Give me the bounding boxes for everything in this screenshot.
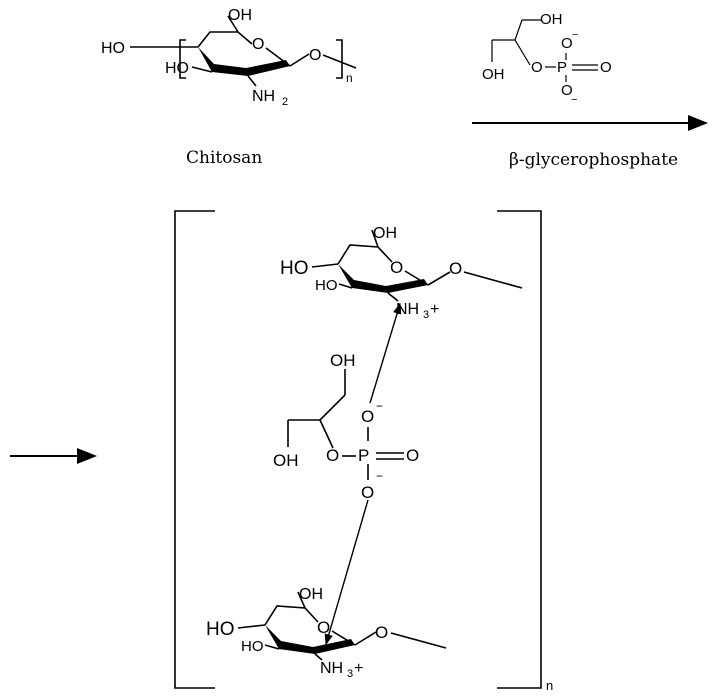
reagent-o-bottom: O [561, 82, 573, 99]
svg-text:OH: OH [273, 451, 299, 470]
svg-text:O: O [361, 407, 374, 426]
reagent-ester-oxygen: O [531, 59, 543, 76]
reagent-o-top: O [561, 35, 573, 52]
reagent-o-double: O [600, 59, 612, 76]
product-top-ring-oxygen: O [390, 258, 403, 277]
product-bottom-ring-oxygen: O [317, 618, 330, 637]
chitosan-ring-oxygen: O [252, 36, 264, 53]
svg-text:+: + [430, 301, 439, 318]
reagent-oh-bottom: OH [482, 66, 505, 83]
chitosan-ho-c3: HO [165, 60, 189, 77]
svg-text:+: + [354, 660, 363, 677]
product-glycerophosphate: OH OH O P O − O O − [273, 351, 419, 502]
product-repeat-n: n [546, 678, 553, 693]
svg-text:OH: OH [299, 586, 323, 603]
product-bottom-sugar: HO O OH HO NH 3 + O [206, 586, 447, 680]
svg-text:−: − [376, 469, 383, 483]
reagent-phosphorus: P [557, 59, 567, 76]
svg-text:3: 3 [423, 309, 429, 321]
chitosan-ring-bold-edge [198, 47, 290, 76]
svg-text:−: − [571, 94, 577, 106]
svg-text:O: O [361, 483, 374, 502]
product-phosphorus: P [358, 446, 369, 465]
svg-text:−: − [376, 399, 383, 413]
product-bracket-left [174, 210, 215, 689]
svg-text:HO: HO [315, 277, 338, 294]
caption-reagent: β-glycerophosphate [509, 150, 678, 170]
svg-text:OH: OH [330, 351, 356, 370]
svg-text:2: 2 [282, 96, 288, 108]
chitosan-ch2oh: OH [228, 7, 252, 24]
svg-text:HO: HO [241, 638, 264, 655]
svg-text:HO: HO [206, 619, 235, 640]
product-top-sugar: HO O OH HO NH 3 + O [280, 225, 523, 321]
svg-text:HO: HO [280, 258, 309, 279]
glycerophosphate-reagent: OH OH O P O − O O − [482, 11, 612, 106]
chitosan-repeat-n: n [346, 71, 353, 85]
polymer-bracket-right [336, 39, 343, 79]
product-top-nh3: NH [396, 301, 419, 318]
svg-text:3: 3 [347, 668, 353, 680]
reagent-oh-top: OH [540, 11, 563, 28]
svg-text:OH: OH [373, 225, 397, 242]
product-bracket-right [497, 210, 542, 689]
chitosan-structure: n HO O OH HO NH 2 O [101, 7, 357, 108]
chitosan-glycosidic-oxygen: O [309, 47, 321, 64]
svg-text:−: − [572, 29, 578, 41]
svg-text:O: O [375, 623, 388, 642]
caption-chitosan: Chitosan [186, 148, 262, 168]
chitosan-ho-left: HO [101, 40, 125, 57]
chitosan-nh2: NH [252, 88, 275, 105]
svg-text:O: O [406, 446, 419, 465]
ionic-interaction-top [369, 302, 402, 404]
svg-text:O: O [449, 259, 462, 278]
svg-text:O: O [326, 446, 339, 465]
product-bottom-nh3: NH [320, 660, 343, 677]
polymer-bracket-left [179, 39, 186, 79]
ionic-interaction-bottom [324, 499, 369, 646]
